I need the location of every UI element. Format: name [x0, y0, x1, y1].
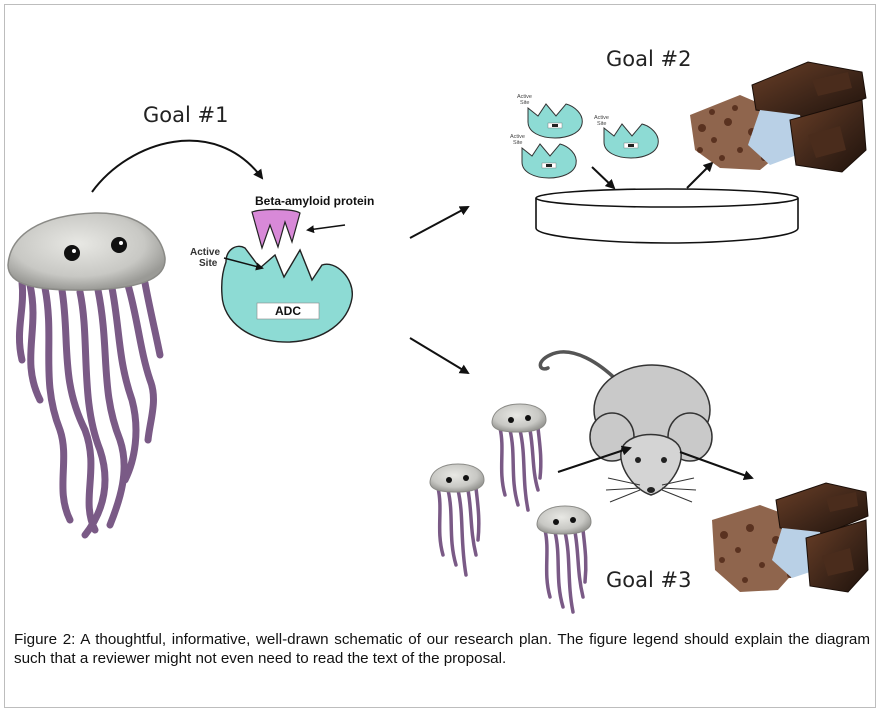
- adc-enzyme-shape: [222, 246, 353, 342]
- big-jellyfish-eye-left: [64, 245, 80, 261]
- big-jellyfish-tentacles: [19, 282, 160, 535]
- svg-text:Site: Site: [597, 121, 606, 127]
- big-jellyfish-image: [8, 213, 165, 535]
- adc-binding-diagram: ADC Beta-amyloid protein Active Site: [190, 194, 374, 342]
- small-jellyfish-3: [537, 506, 591, 612]
- mini-enzyme-3: Active Site: [510, 134, 576, 178]
- active-site-label-line1: Active: [190, 247, 220, 258]
- svg-text:Site: Site: [513, 140, 522, 146]
- branch-arrow-goal-2: [410, 207, 468, 238]
- petri-dish: [536, 189, 798, 243]
- mini-enzyme-1: Active Site: [517, 94, 582, 138]
- small-jellyfish-2: [430, 464, 484, 575]
- chocolate-image-goal-3: [712, 483, 868, 592]
- mini-enzyme-2: Active Site: [594, 115, 658, 158]
- figure-caption: Figure 2: A thoughtful, informative, wel…: [14, 630, 870, 668]
- big-jellyfish-eye-right: [111, 237, 127, 253]
- protein-pointer-arrow: [308, 225, 345, 230]
- adc-label: ADC: [275, 304, 301, 318]
- mouse-to-chocolate-arrow: [680, 452, 752, 478]
- enzymes-to-dish-arrow: [592, 167, 614, 188]
- small-jellyfish-1: [492, 404, 546, 510]
- mouse-image: [540, 352, 712, 502]
- branch-arrow-goal-3: [410, 338, 468, 373]
- big-jellyfish-bell: [8, 213, 165, 290]
- goal-2-enzymes: Active Site Active Site Active Site: [510, 94, 658, 178]
- dish-to-chocolate-arrow: [687, 163, 712, 188]
- active-site-label-line2: Site: [199, 258, 218, 269]
- goal-1-arrow: [92, 141, 262, 192]
- chocolate-image-goal-2: [690, 62, 866, 172]
- svg-text:Site: Site: [520, 100, 529, 106]
- beta-amyloid-protein: [252, 210, 300, 249]
- beta-amyloid-label: Beta-amyloid protein: [255, 194, 374, 208]
- mouse-head: [621, 435, 681, 496]
